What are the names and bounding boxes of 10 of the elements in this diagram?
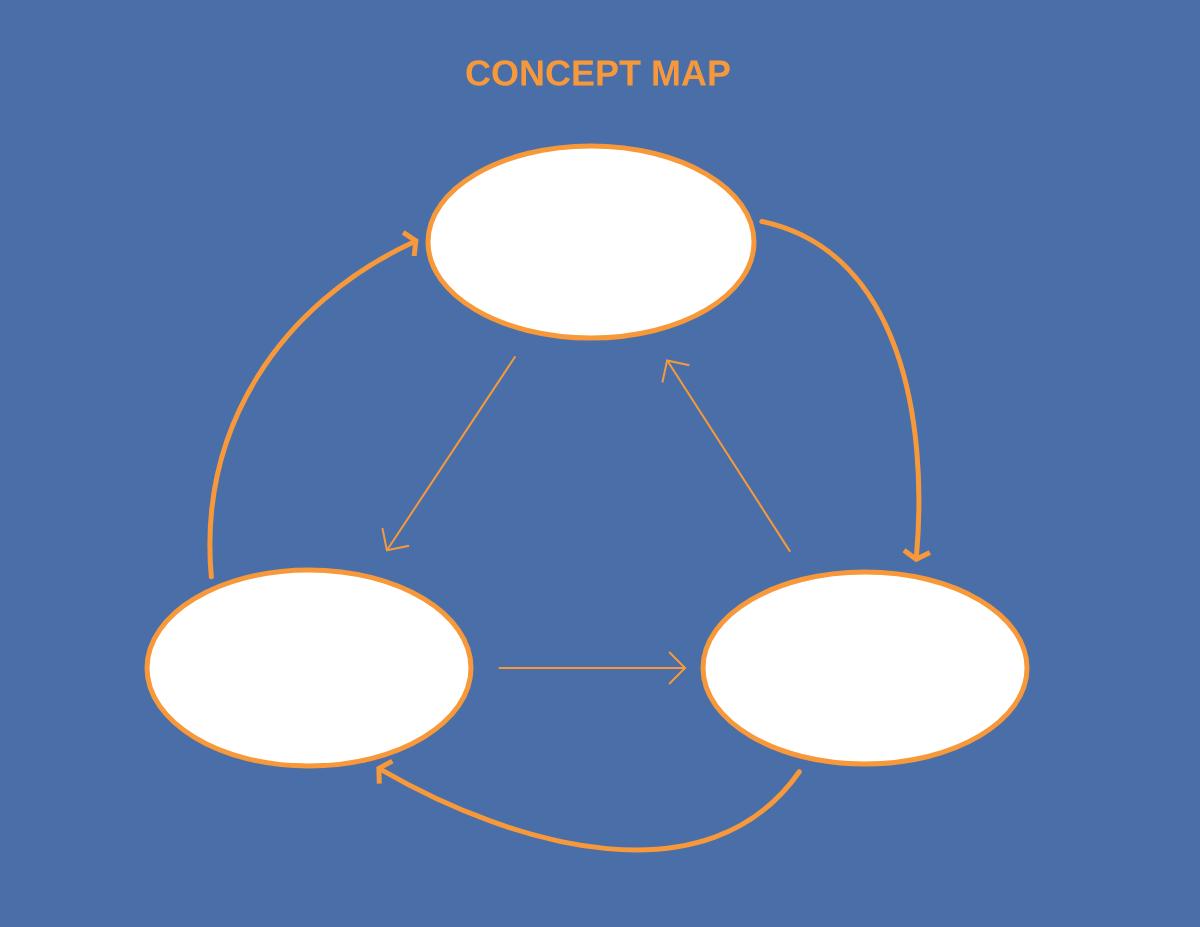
title: CONCEPT MAP xyxy=(466,60,730,86)
arrow xyxy=(207,230,419,580)
arrow xyxy=(498,651,687,685)
arrow xyxy=(376,758,802,853)
arrow xyxy=(381,356,516,552)
concept-ellipse xyxy=(425,143,757,341)
arrow xyxy=(661,359,791,552)
arrow xyxy=(759,218,931,563)
concept-ellipse xyxy=(700,569,1030,767)
concept-ellipse xyxy=(144,567,474,769)
